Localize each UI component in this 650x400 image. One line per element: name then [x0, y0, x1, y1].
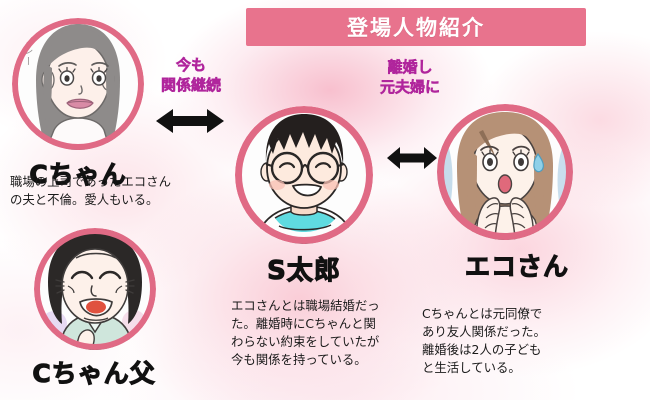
- character-name-c-chan: Cちゃん: [29, 159, 127, 189]
- relation-label-line: 関係継続: [160, 75, 222, 94]
- character-name-s-taro: S太郎: [267, 255, 341, 286]
- relation-arrow-c-chan-s-taro: [156, 106, 224, 140]
- avatar-illustration-eco-san: [437, 104, 573, 240]
- relation-label-c-chan-s-taro: 今も 関係継続: [158, 56, 224, 96]
- page-title: 登場人物紹介: [347, 16, 485, 40]
- title-banner: 登場人物紹介: [246, 8, 586, 46]
- avatar-s-taro: [235, 106, 373, 244]
- double-headed-arrow-icon: [156, 109, 224, 133]
- description-line: 職場の上司であったエコさん: [10, 174, 171, 189]
- description-line: た。離婚時にCちゃんと関: [231, 315, 376, 331]
- relation-label-line: 今も: [175, 56, 207, 74]
- description-line: の夫と不倫。愛人もいる。: [10, 191, 159, 207]
- relation-arrow-s-taro-eco-san: [387, 145, 437, 175]
- description-line: 今も関係を持っている。: [231, 351, 367, 367]
- description-line: あり友人関係だった。: [422, 323, 546, 339]
- relation-label-s-taro-eco-san: 離婚し 元夫婦に: [364, 58, 456, 98]
- avatar-c-chan-father: [34, 228, 156, 350]
- avatar-eco-san: [437, 104, 573, 240]
- avatar-c-chan: ブレー: [12, 18, 144, 150]
- double-headed-arrow-icon: [387, 147, 437, 169]
- character-description-s-taro: エコさんとは職場結婚だっ た。離婚時にCちゃんと関 わらない約束をしていたが 今…: [231, 297, 380, 369]
- relation-label-line: 元夫婦に: [379, 77, 441, 96]
- character-card-c-chan-father: Cちゃん父: [32, 228, 184, 390]
- character-name-c-chan-father: Cちゃん父: [32, 358, 156, 388]
- character-card-c-chan: ブレー Cちゃん: [12, 18, 153, 191]
- relation-label-line: 離婚し: [387, 58, 433, 76]
- avatar-illustration-s-taro: [235, 106, 373, 244]
- description-line: わらない約束をしていたが: [231, 333, 380, 349]
- character-card-eco-san: エコさん: [437, 104, 585, 283]
- character-card-s-taro: S太郎: [235, 106, 373, 287]
- character-description-eco-san: Cちゃんとは元同僚で あり友人関係だった。 離婚後は2人の子ども と生活している…: [422, 305, 546, 377]
- avatar-watermark-text: ブレー: [21, 34, 32, 67]
- description-line: と生活している。: [422, 359, 521, 375]
- description-line: 離婚後は2人の子ども: [422, 341, 542, 357]
- description-line: Cちゃんとは元同僚で: [422, 306, 543, 321]
- character-name-eco-san: エコさん: [464, 251, 569, 281]
- description-line: エコさんとは職場結婚だっ: [231, 298, 380, 313]
- avatar-illustration-c-chan: [12, 18, 144, 150]
- avatar-illustration-c-chan-father: [34, 228, 156, 350]
- character-description-c-chan: 職場の上司であったエコさん の夫と不倫。愛人もいる。: [10, 173, 171, 209]
